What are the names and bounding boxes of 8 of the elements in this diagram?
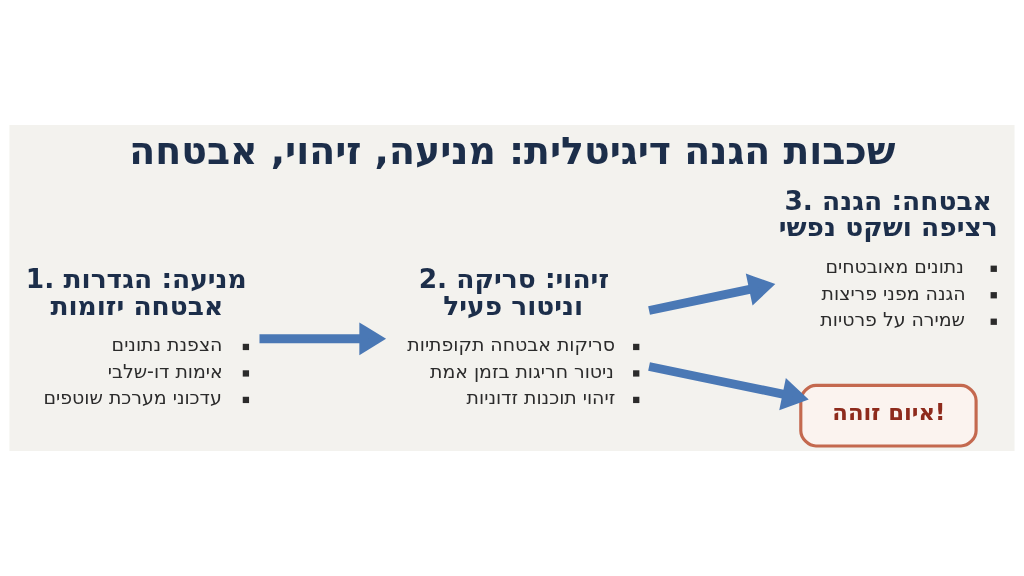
node-text: 1. מניעה: הגדרות אבטחה יזומות הצפנת נתונים אימות דו-שלבי עדכוני מערכת שוטפים <box>25 263 247 409</box>
arrow <box>259 322 387 356</box>
arrow <box>648 362 809 411</box>
diagram-title: שכבות הגנה דיגיטלית: מניעה, זיהוי, אבטחה <box>129 129 896 174</box>
node-box: איום זוהה! <box>799 383 978 448</box>
node-text: 3. אבטחה: הגנה רציפה ושקט נפשי נתונים מאובטחים הגנה מפני פריצות שמירה על פרטיות <box>778 184 998 331</box>
arrow <box>648 273 776 315</box>
node-text: 2. זיהוי: סריקה וניטור פעיל סריקות אבטחה תקופתיות ניטור חריגות בזמן אמת זיהוי תוכנות זדוניות <box>407 263 616 409</box>
